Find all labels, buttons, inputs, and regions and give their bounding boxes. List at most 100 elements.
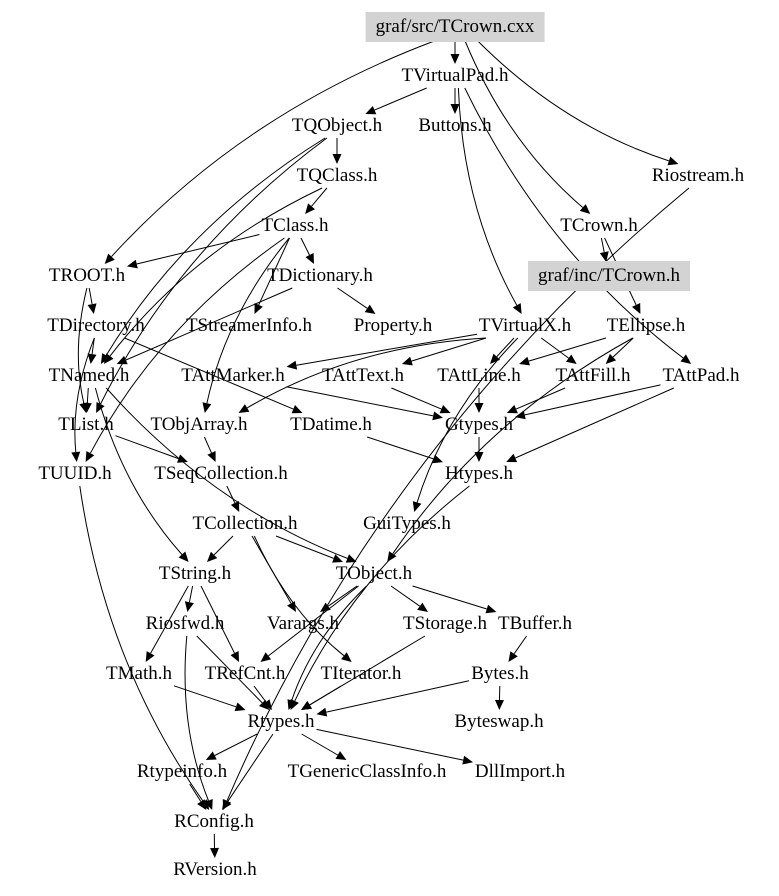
- edge-tellipse-to-tattline: [528, 337, 607, 362]
- graph-node-tcrown-cxx[interactable]: graf/src/TCrown.cxx: [365, 12, 545, 42]
- graph-node-guitypes[interactable]: GuiTypes.h: [363, 513, 451, 534]
- arrowhead-icon: [259, 699, 270, 710]
- graph-node-troot[interactable]: TROOT.h: [48, 265, 126, 286]
- arrowhead-icon: [474, 403, 484, 413]
- graph-node-tdictionary[interactable]: TDictionary.h: [267, 265, 373, 286]
- graph-node-tattline[interactable]: TAttLine.h: [437, 365, 521, 386]
- graph-node-tvirtualpad[interactable]: TVirtualPad.h: [401, 65, 509, 86]
- graph-node-tstorage[interactable]: TStorage.h: [403, 613, 487, 634]
- graph-node-titerator[interactable]: TIterator.h: [320, 663, 402, 684]
- graph-node-tgenericclassinfo[interactable]: TGenericClassInfo.h: [287, 761, 447, 782]
- graph-node-tcrown-h[interactable]: TCrown.h: [560, 215, 638, 236]
- graph-node-tuuid[interactable]: TUUID.h: [38, 463, 112, 484]
- edge-tlist-to-tseqcollection: [115, 435, 179, 460]
- edge-bytes-to-rtypes: [326, 680, 470, 713]
- graph-node-byteswap[interactable]: Byteswap.h: [454, 711, 544, 732]
- graph-node-tlist[interactable]: TList.h: [58, 414, 114, 435]
- arrowhead-icon: [508, 651, 518, 662]
- arrowhead-icon: [286, 360, 298, 370]
- graph-node-tobject[interactable]: TObject.h: [335, 563, 413, 584]
- edge-tvirtualx-to-tattfill: [541, 337, 569, 359]
- graph-node-tellipse[interactable]: TEllipse.h: [606, 315, 686, 336]
- edge-tbuffer-to-bytes: [513, 635, 528, 655]
- edge-tattpad-to-gtypes: [524, 384, 661, 416]
- graph-node-tqobject[interactable]: TQObject.h: [291, 115, 383, 136]
- graph-node-tnamed[interactable]: TNamed.h: [48, 365, 130, 386]
- arrowhead-icon: [485, 604, 497, 614]
- edge-tstring-to-tmath: [150, 585, 189, 654]
- edge-tqclass-to-tnamed: [109, 187, 323, 357]
- arrowhead-icon: [301, 701, 312, 710]
- edge-tattmarker-to-gtypes: [286, 386, 434, 417]
- graph-node-property[interactable]: Property.h: [353, 315, 433, 336]
- graph-node-tmath[interactable]: TMath.h: [106, 663, 172, 684]
- edge-tcrown-cxx-to-riostream: [477, 40, 670, 162]
- arrowhead-icon: [71, 451, 81, 462]
- arrowhead-icon: [490, 353, 501, 364]
- edge-tdirectory-to-tuuid: [74, 337, 95, 453]
- graph-node-rversion[interactable]: RVersion.h: [173, 859, 257, 880]
- graph-node-tbuffer[interactable]: TBuffer.h: [497, 613, 573, 634]
- graph-node-rconfig[interactable]: RConfig.h: [174, 811, 254, 832]
- graph-node-tatttext[interactable]: TAttText.h: [321, 365, 405, 386]
- arrowhead-icon: [104, 253, 115, 264]
- graph-node-buttons[interactable]: Buttons.h: [418, 115, 492, 136]
- arrowhead-icon: [234, 702, 246, 712]
- edge-tstring-to-trefcnt: [200, 585, 235, 654]
- graph-node-rtypes[interactable]: Rtypes.h: [247, 711, 315, 732]
- edge-tobject-to-rtypes: [291, 585, 367, 701]
- edge-tellipse-to-tobject: [392, 337, 634, 554]
- arrowhead-icon: [417, 602, 428, 612]
- arrowhead-icon: [450, 54, 460, 64]
- graph-node-tattpad[interactable]: TAttPad.h: [662, 365, 740, 386]
- graph-node-dllimport[interactable]: DllImport.h: [474, 761, 566, 782]
- graph-node-varargs[interactable]: Varargs.h: [267, 613, 339, 634]
- graph-node-tqclass[interactable]: TQClass.h: [296, 165, 378, 186]
- edge-tobject-to-trefcnt: [268, 585, 359, 657]
- graph-node-rtypeinfo[interactable]: Rtypeinfo.h: [136, 761, 228, 782]
- graph-node-htypes[interactable]: Htypes.h: [444, 463, 514, 484]
- edge-tnamed-to-tstring: [94, 387, 183, 555]
- graph-node-gtypes[interactable]: Gtypes.h: [444, 414, 514, 435]
- graph-node-trefcnt[interactable]: TRefCnt.h: [204, 663, 286, 684]
- arrowhead-icon: [566, 354, 577, 364]
- graph-node-tseqcollection[interactable]: TSeqCollection.h: [154, 463, 288, 484]
- arrowhead-icon: [332, 154, 342, 164]
- edge-tvirtualpad-to-tqobject: [374, 87, 427, 111]
- edge-tseqcollection-to-tcollection: [226, 485, 236, 504]
- arrowhead-icon: [210, 847, 219, 858]
- graph-node-tdatime[interactable]: TDatime.h: [290, 414, 372, 435]
- graph-node-tdirectory[interactable]: TDirectory.h: [47, 315, 145, 336]
- graph-node-tvirtualx[interactable]: TVirtualX.h: [478, 315, 572, 336]
- edge-rtypes-to-rconfig: [227, 733, 274, 802]
- graph-node-tattfill[interactable]: TAttFill.h: [555, 365, 631, 386]
- graph-node-graf-inc-tcrown[interactable]: graf/inc/TCrown.h: [528, 261, 690, 291]
- edge-tvirtualx-to-tattmarker: [296, 333, 478, 366]
- graph-node-tstreamerinfo[interactable]: TStreamerInfo.h: [185, 315, 313, 336]
- graph-node-riosfwd[interactable]: Riosfwd.h: [145, 613, 225, 634]
- arrowhead-icon: [145, 651, 155, 662]
- graph-node-tattmarker[interactable]: TAttMarker.h: [181, 365, 285, 386]
- graph-node-tobjarray[interactable]: TObjArray.h: [150, 414, 248, 435]
- edge-rtypes-to-tgenericclassinfo: [301, 733, 338, 756]
- arrowhead-icon: [599, 251, 609, 262]
- graph-node-tstring[interactable]: TString.h: [158, 563, 232, 584]
- graph-node-tclass[interactable]: TClass.h: [261, 215, 329, 236]
- edge-tclass-to-tuuid: [89, 237, 285, 454]
- arrowhead-icon: [287, 601, 296, 612]
- graph-node-riostream[interactable]: Riostream.h: [651, 165, 745, 186]
- arrowhead-icon: [632, 303, 641, 314]
- arrowhead-icon: [450, 104, 460, 114]
- graph-node-tcollection[interactable]: TCollection.h: [192, 513, 298, 534]
- graph-node-bytes[interactable]: Bytes.h: [471, 663, 529, 684]
- arrowhead-icon: [230, 501, 240, 512]
- edge-tvirtualpad-to-tvirtualx: [457, 87, 518, 306]
- arrowhead-icon: [96, 402, 105, 413]
- edge-tclass-to-tdictionary: [300, 237, 310, 256]
- arrowhead-icon: [87, 353, 97, 364]
- arrowhead-icon: [238, 404, 250, 413]
- arrowhead-icon: [345, 554, 357, 563]
- edge-tnamed-to-tobject: [105, 387, 348, 559]
- edge-tvirtualx-to-tobjarray: [246, 337, 486, 409]
- arrowhead-icon: [680, 354, 692, 364]
